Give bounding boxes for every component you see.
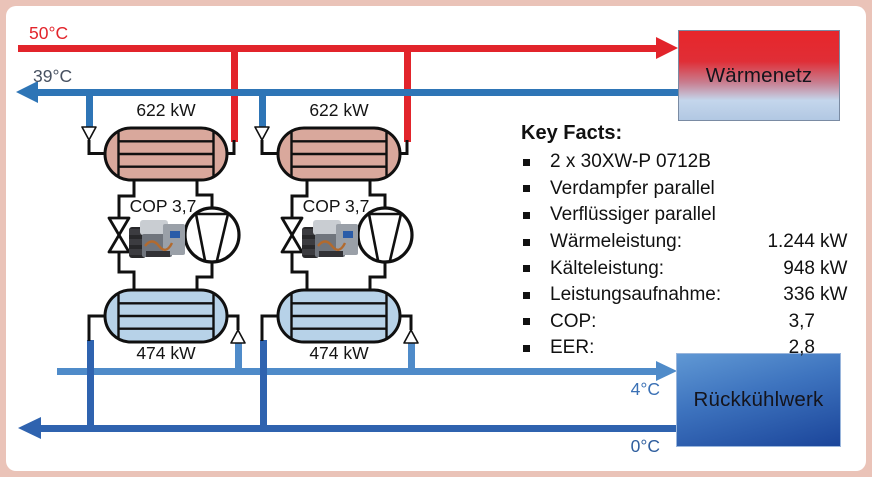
key-facts-item: Leistungsaufnahme: 336 kW — [521, 282, 856, 309]
warm-return-drop-1 — [85, 92, 93, 130]
warm-return-pipe — [37, 88, 678, 96]
key-facts-title: Key Facts: — [521, 122, 623, 144]
bullet-icon — [523, 265, 530, 273]
hot-supply-pipe — [18, 44, 657, 52]
key-facts-label: 2 x 30XW-P 0712B — [550, 151, 711, 173]
cold-supply-pipe — [57, 368, 657, 375]
condenser-capacity-1: 622 kW — [136, 100, 196, 120]
cold-return-riser-2 — [259, 340, 267, 430]
warm-return-arrow-icon — [16, 81, 38, 103]
bullet-icon — [523, 158, 530, 166]
hot-supply-temp-label: 50°C — [29, 23, 69, 43]
cop-label-2: COP 3,7 — [302, 196, 370, 216]
bullet-icon — [523, 344, 530, 352]
bullet-icon — [523, 211, 530, 219]
recooling-plant-box: Rückkühlwerk — [676, 353, 841, 447]
hot-supply-arrow-icon — [656, 37, 678, 59]
bullet-icon — [523, 318, 530, 326]
cold-return-arrow-icon — [18, 416, 41, 439]
key-facts-unit: kW — [820, 284, 848, 306]
evaporator-capacity-1: 474 kW — [136, 343, 196, 363]
heat-network-box: Wärmenetz — [678, 30, 840, 121]
cold-supply-temp-label: 4°C — [630, 379, 660, 399]
key-facts-label: Leistungsaufnahme: — [550, 284, 722, 306]
key-facts-label: Kälteleistung: — [550, 257, 665, 279]
key-facts-label: Verflüssiger parallel — [550, 204, 716, 226]
condenser-capacity-2: 622 kW — [309, 100, 369, 120]
key-facts-unit: kW — [820, 257, 848, 279]
key-facts-item: Wärmeleistung: 1.244 kW — [521, 229, 856, 256]
cop-label-1: COP 3,7 — [129, 196, 197, 216]
key-facts-unit: kW — [820, 231, 848, 253]
cold-supply-stub-1 — [234, 343, 242, 371]
bullet-icon — [523, 291, 530, 299]
key-facts-item: Kälteleistung: 948 kW — [521, 255, 856, 282]
evaporator-capacity-2: 474 kW — [309, 343, 369, 363]
heat-network-label: Wärmenetz — [705, 63, 813, 87]
bullet-icon — [523, 185, 530, 193]
key-facts-label: EER: — [550, 337, 595, 359]
cold-return-temp-label: 0°C — [630, 436, 660, 456]
key-facts-item: COP: 3,7 — [521, 309, 856, 336]
key-facts-value: 1.244 — [767, 231, 815, 253]
heat-pump-unit-2 — [253, 125, 420, 345]
heat-pump-unit-1 — [80, 125, 247, 345]
bullet-icon — [523, 238, 530, 246]
key-facts-item: Verflüssiger parallel — [521, 202, 856, 229]
key-facts-item: EER: 2,8 — [521, 335, 856, 362]
cold-supply-stub-2 — [407, 343, 415, 371]
warm-return-temp-label: 39°C — [33, 66, 73, 86]
key-facts-value: 336 — [783, 284, 815, 306]
cold-return-riser-1 — [86, 340, 94, 430]
key-facts-label: Verdampfer parallel — [550, 177, 715, 199]
key-facts-label: Wärmeleistung: — [550, 231, 682, 253]
recooling-plant-label: Rückkühlwerk — [693, 388, 824, 411]
key-facts-panel: Key Facts: 2 x 30XW-P 0712B Verdampfer p… — [521, 121, 856, 362]
key-facts-value: 3,7 — [788, 310, 815, 332]
warm-return-drop-2 — [258, 92, 266, 130]
cold-return-pipe — [40, 424, 678, 432]
key-facts-value: 948 — [783, 257, 815, 279]
key-facts-label: COP: — [550, 310, 597, 332]
key-facts-value: 2,8 — [788, 337, 815, 359]
key-facts-item: 2 x 30XW-P 0712B — [521, 149, 856, 176]
cold-supply-arrow-icon — [656, 361, 677, 381]
key-facts-item: Verdampfer parallel — [521, 176, 856, 203]
